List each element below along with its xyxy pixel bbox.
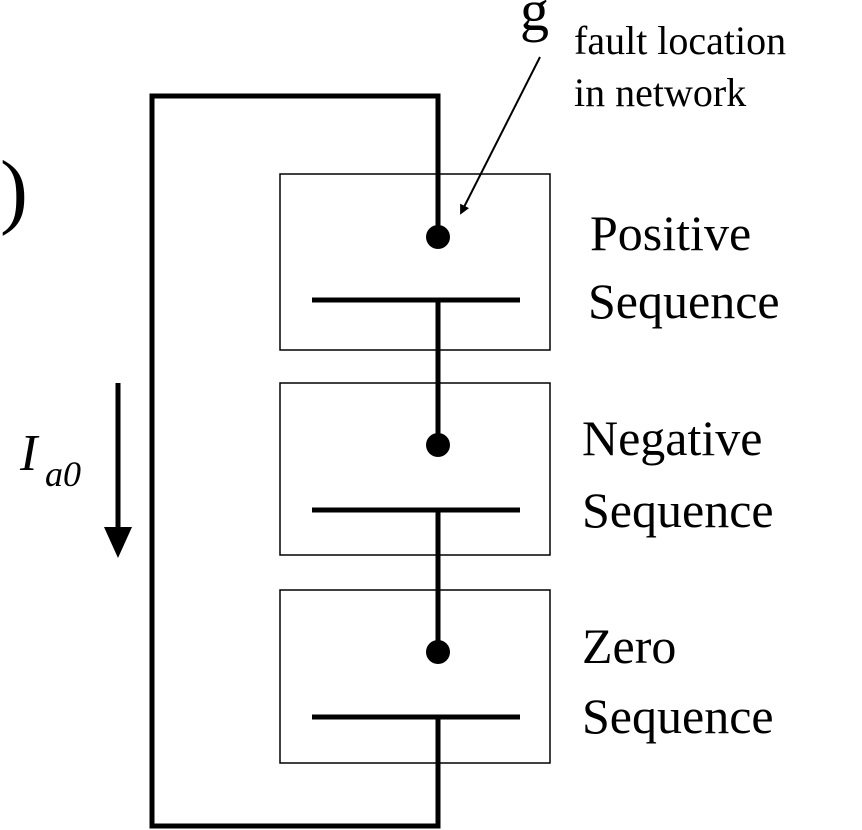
positive-label-line-1: Positive (590, 205, 751, 261)
negative-fault-node (426, 433, 450, 457)
current-subscript: a0 (45, 454, 81, 494)
zero-fault-node (426, 640, 450, 664)
negative-label-line-2: Sequence (582, 482, 774, 538)
cropped-title-fragment: g (520, 0, 549, 43)
negative-label-line-1: Negative (582, 410, 762, 466)
current-arrowhead (104, 527, 132, 558)
cropped-parenthesis: ) (0, 144, 28, 237)
zero-sequence-box (279, 589, 551, 764)
fault-location-arrow (460, 56, 541, 215)
positive-fault-node (426, 225, 450, 249)
positive-sequence-box (279, 173, 551, 351)
annotation-line-2: in network (574, 70, 746, 115)
positive-label-line-2: Sequence (588, 273, 780, 329)
current-symbol: I (19, 425, 40, 482)
zero-label-line-1: Zero (582, 618, 676, 674)
annotation-line-1: fault location (574, 18, 786, 63)
negative-sequence-box (279, 382, 551, 556)
zero-label-line-2: Sequence (582, 688, 774, 744)
